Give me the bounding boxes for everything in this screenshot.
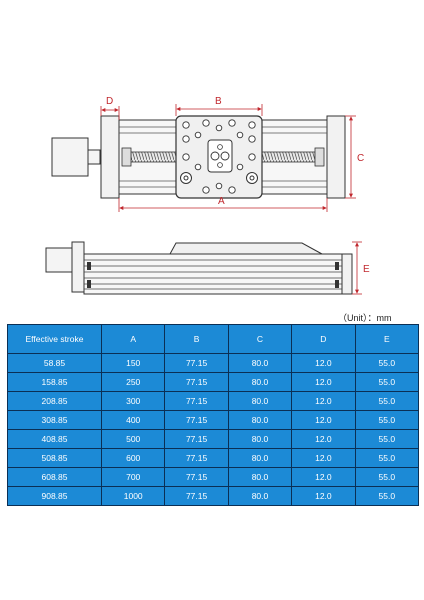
table-cell: 508.85 bbox=[7, 448, 102, 468]
table-row: 208.85 300 77.15 80.0 12.0 55.0 bbox=[7, 391, 420, 411]
table-cell: 80.0 bbox=[227, 353, 293, 373]
table-cell: 208.85 bbox=[7, 391, 102, 411]
table-cell: 80.0 bbox=[227, 448, 293, 468]
table-cell: 700 bbox=[100, 467, 166, 487]
table-row: 58.85 150 77.15 80.0 12.0 55.0 bbox=[7, 353, 420, 373]
table-cell: 600 bbox=[100, 448, 166, 468]
table-cell: 80.0 bbox=[227, 486, 293, 506]
table-cell: 12.0 bbox=[291, 410, 356, 430]
table-cell: 908.85 bbox=[7, 486, 102, 506]
center-slot bbox=[207, 139, 233, 173]
table-cell: 77.15 bbox=[164, 372, 229, 392]
table-cell: 400 bbox=[100, 410, 166, 430]
table-cell: 80.0 bbox=[227, 372, 293, 392]
table-cell: 55.0 bbox=[354, 353, 420, 373]
dim-label-c: C bbox=[357, 153, 364, 164]
motor-body bbox=[51, 137, 89, 177]
table-row: 408.85 500 77.15 80.0 12.0 55.0 bbox=[7, 429, 420, 449]
table-cell: 77.15 bbox=[164, 353, 229, 373]
spec-table: Effective stroke A B C D E 58.85 150 77.… bbox=[7, 324, 420, 506]
right-end-plate bbox=[326, 115, 346, 199]
header-c: C bbox=[227, 324, 293, 354]
header-effective-stroke: Effective stroke bbox=[7, 324, 102, 354]
dim-label-d: D bbox=[106, 96, 113, 107]
table-cell: 1000 bbox=[100, 486, 166, 506]
header-a: A bbox=[100, 324, 166, 354]
side-view: E bbox=[45, 241, 370, 295]
table-cell: 150 bbox=[100, 353, 166, 373]
table-cell: 80.0 bbox=[227, 467, 293, 487]
table-cell: 55.0 bbox=[354, 467, 420, 487]
table-cell: 55.0 bbox=[354, 448, 420, 468]
table-cell: 55.0 bbox=[354, 372, 420, 392]
table-cell: 12.0 bbox=[291, 467, 356, 487]
table-cell: 77.15 bbox=[164, 391, 229, 411]
side-rail bbox=[83, 253, 343, 295]
table-row: 508.85 600 77.15 80.0 12.0 55.0 bbox=[7, 448, 420, 468]
table-cell: 55.0 bbox=[354, 429, 420, 449]
table-cell: 77.15 bbox=[164, 486, 229, 506]
header-e: E bbox=[354, 324, 420, 354]
header-b: B bbox=[164, 324, 229, 354]
unit-note: （Unit）：mm bbox=[338, 313, 392, 323]
table-header-row: Effective stroke A B C D E bbox=[7, 324, 420, 354]
table-cell: 55.0 bbox=[354, 391, 420, 411]
side-carriage bbox=[169, 242, 323, 255]
table-cell: 77.15 bbox=[164, 429, 229, 449]
table-row: 608.85 700 77.15 80.0 12.0 55.0 bbox=[7, 467, 420, 487]
dim-label-e: E bbox=[363, 264, 370, 275]
table-cell: 12.0 bbox=[291, 391, 356, 411]
table-cell: 500 bbox=[100, 429, 166, 449]
dim-label-a: A bbox=[218, 196, 225, 207]
dim-label-b: B bbox=[215, 96, 222, 107]
table-cell: 12.0 bbox=[291, 486, 356, 506]
technical-drawing: D B C A bbox=[45, 96, 370, 295]
table-row: 308.85 400 77.15 80.0 12.0 55.0 bbox=[7, 410, 420, 430]
table-cell: 250 bbox=[100, 372, 166, 392]
table-cell: 308.85 bbox=[7, 410, 102, 430]
table-cell: 300 bbox=[100, 391, 166, 411]
table-cell: 58.85 bbox=[7, 353, 102, 373]
table-cell: 77.15 bbox=[164, 467, 229, 487]
motor-coupler bbox=[87, 149, 101, 165]
table-cell: 80.0 bbox=[227, 391, 293, 411]
table-cell: 12.0 bbox=[291, 429, 356, 449]
carriage-holes bbox=[182, 119, 256, 194]
table-cell: 608.85 bbox=[7, 467, 102, 487]
table-cell: 408.85 bbox=[7, 429, 102, 449]
header-d: D bbox=[291, 324, 356, 354]
table-cell: 12.0 bbox=[291, 448, 356, 468]
table-row: 908.85 1000 77.15 80.0 12.0 55.0 bbox=[7, 486, 420, 506]
table-cell: 77.15 bbox=[164, 410, 229, 430]
table-cell: 55.0 bbox=[354, 486, 420, 506]
top-view: D B C A bbox=[51, 96, 364, 212]
side-motor bbox=[45, 247, 73, 273]
table-row: 158.85 250 77.15 80.0 12.0 55.0 bbox=[7, 372, 420, 392]
table-cell: 12.0 bbox=[291, 372, 356, 392]
table-cell: 158.85 bbox=[7, 372, 102, 392]
table-cell: 80.0 bbox=[227, 410, 293, 430]
table-cell: 12.0 bbox=[291, 353, 356, 373]
left-end-plate bbox=[100, 115, 120, 199]
table-cell: 55.0 bbox=[354, 410, 420, 430]
table-cell: 80.0 bbox=[227, 429, 293, 449]
table-cell: 77.15 bbox=[164, 448, 229, 468]
